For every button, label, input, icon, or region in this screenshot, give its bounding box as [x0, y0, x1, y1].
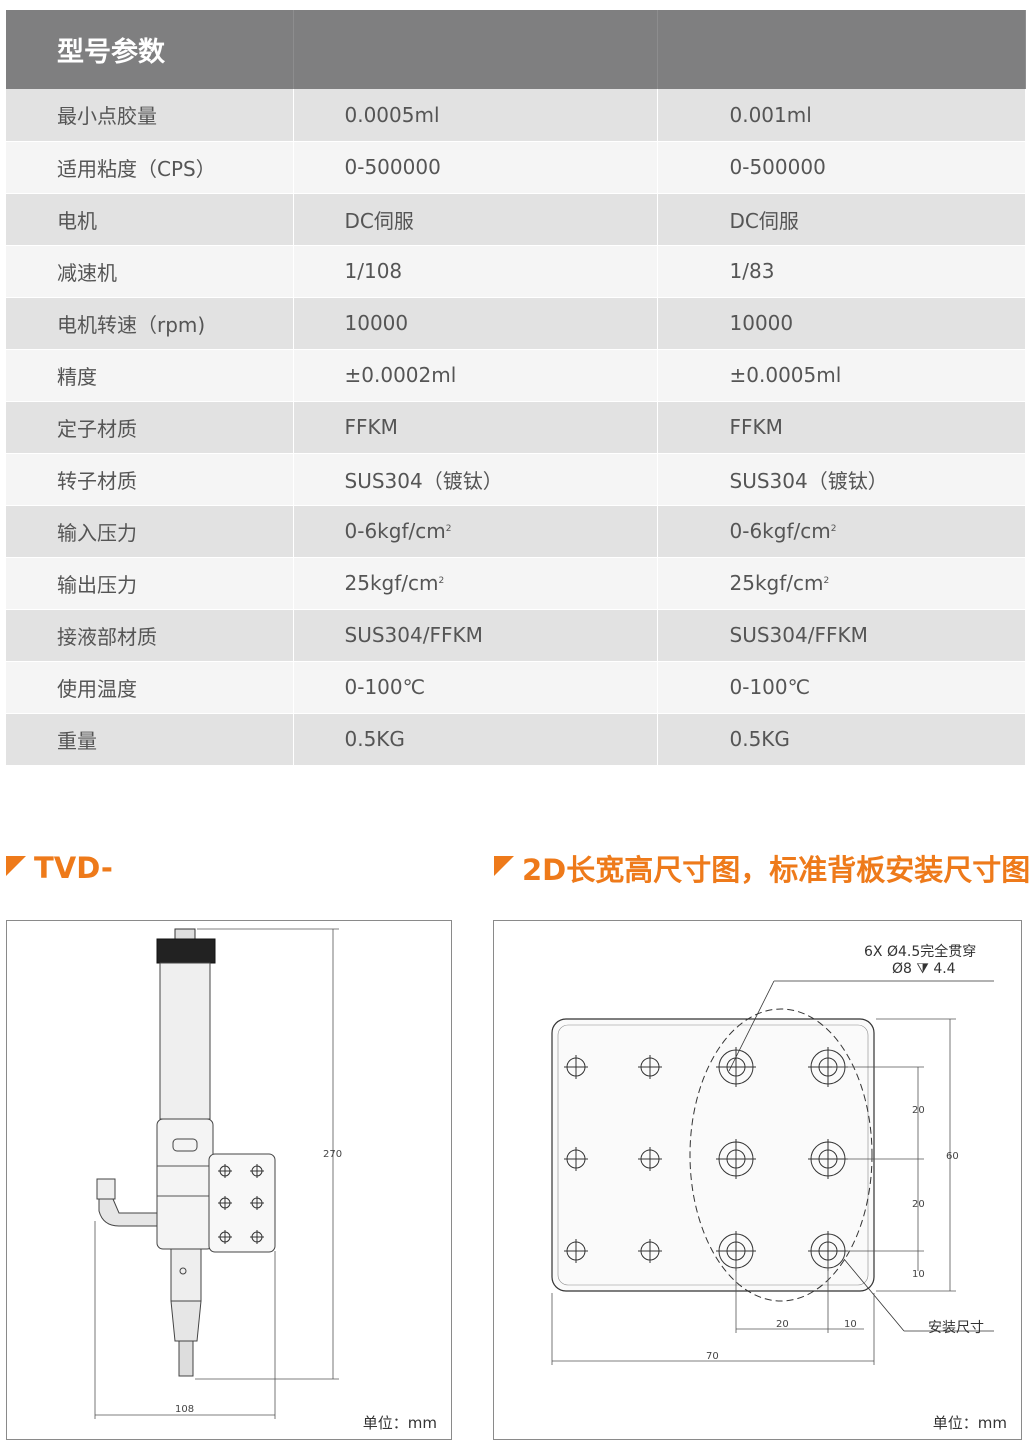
value-cell-2: 1/83 — [656, 245, 1026, 298]
right-unit-label: 单位：mm — [932, 1414, 1007, 1432]
section-title-model: TVD- — [6, 850, 113, 886]
dimensions-title-text: 2D长宽高尺寸图，标准背板安装尺寸图 — [522, 853, 1031, 887]
dim-20-horizontal: 20 — [776, 1319, 789, 1330]
mount-hole-small — [638, 1055, 662, 1079]
mount-size-note: 安装尺寸 — [928, 1320, 984, 1336]
value-cell-2: 10000 — [656, 297, 1026, 350]
param-cell: 定子材质 — [6, 401, 294, 454]
product-side-drawing: 270 108 — [94, 928, 342, 1419]
model-title-text: TVD- — [34, 851, 113, 885]
value-cell-2: ±0.0005ml — [656, 349, 1026, 402]
value-cell-1: 0-100℃ — [292, 661, 658, 714]
table-title: 型号参数 — [6, 10, 294, 89]
mount-hole-large — [808, 1139, 848, 1179]
mounting-plate-drawing: 20 20 10 60 20 10 70 — [551, 980, 994, 1365]
triangle-marker-icon — [494, 856, 514, 876]
mount-hole-small — [638, 1147, 662, 1171]
header-col-3 — [657, 10, 1026, 89]
value-cell-1: 25kgf/cm2 — [292, 557, 658, 610]
value-cell-2: 0-6kgf/cm2 — [656, 505, 1026, 558]
param-cell: 使用温度 — [6, 661, 294, 714]
value-cell-1: FFKM — [292, 401, 658, 454]
value-cell-2: SUS304（镀钛） — [656, 453, 1026, 506]
mounting-drawing-panel: 20 20 10 60 20 10 70 6X Ø4.5完全贯穿 Ø8 ⧩ 4.… — [493, 920, 1022, 1440]
mount-hole-large — [716, 1047, 756, 1087]
dim-10-vertical: 10 — [912, 1269, 925, 1280]
left-unit-label: 单位：mm — [362, 1414, 437, 1432]
mount-hole-small — [638, 1239, 662, 1263]
dim-10-horizontal: 10 — [844, 1319, 857, 1330]
mount-hole-small — [564, 1055, 588, 1079]
value-cell-2: 0.5KG — [656, 713, 1026, 766]
mount-hole-small — [564, 1147, 588, 1171]
dim-height-label: 270 — [323, 1149, 342, 1160]
value-cell-2: FFKM — [656, 401, 1026, 454]
value-cell-2: DC伺服 — [656, 193, 1026, 246]
value-cell-2: 0-500000 — [656, 141, 1026, 194]
value-cell-1: ±0.0002ml — [292, 349, 658, 402]
table-row: 精度±0.0002ml±0.0005ml — [6, 349, 1026, 402]
param-cell: 电机转速（rpm) — [6, 297, 294, 350]
value-cell-1: 0-500000 — [292, 141, 658, 194]
value-cell-2: 25kgf/cm2 — [656, 557, 1026, 610]
value-cell-1: 0.0005ml — [292, 89, 658, 142]
param-cell: 精度 — [6, 349, 294, 402]
dim-20-vertical-a: 20 — [912, 1105, 925, 1116]
value-cell-1: 0.5KG — [292, 713, 658, 766]
mount-hole-large — [716, 1139, 756, 1179]
value-cell-1: 1/108 — [292, 245, 658, 298]
param-cell: 输入压力 — [6, 505, 294, 558]
value-cell-1: SUS304/FFKM — [292, 609, 658, 662]
value-cell-2: SUS304/FFKM — [656, 609, 1026, 662]
value-cell-1: 0-6kgf/cm2 — [292, 505, 658, 558]
hole-note-1: 6X Ø4.5完全贯穿 — [864, 944, 977, 960]
hole-note-2: Ø8 ⧩ 4.4 — [892, 961, 956, 977]
value-cell-1: DC伺服 — [292, 193, 658, 246]
triangle-marker-icon — [6, 856, 26, 876]
param-cell: 输出压力 — [6, 557, 294, 610]
product-drawing-panel: 270 108 单位：mm — [6, 920, 452, 1440]
dim-width-label: 108 — [175, 1404, 194, 1415]
value-cell-1: SUS304（镀钛） — [292, 453, 658, 506]
param-cell: 接液部材质 — [6, 609, 294, 662]
mount-hole-small — [564, 1239, 588, 1263]
dim-70-horizontal: 70 — [706, 1351, 719, 1362]
param-cell: 最小点胶量 — [6, 89, 294, 142]
dim-20-vertical-b: 20 — [912, 1199, 925, 1210]
param-cell: 适用粘度（CPS） — [6, 141, 294, 194]
section-title-dimensions: 2D长宽高尺寸图，标准背板安装尺寸图 — [494, 850, 1031, 887]
param-cell: 转子材质 — [6, 453, 294, 506]
param-cell: 减速机 — [6, 245, 294, 298]
value-cell-2: 0.001ml — [656, 89, 1026, 142]
param-cell: 重量 — [6, 713, 294, 766]
value-cell-2: 0-100℃ — [656, 661, 1026, 714]
value-cell-1: 10000 — [292, 297, 658, 350]
table-header-row: 型号参数 — [6, 10, 1026, 89]
dim-60-vertical: 60 — [946, 1151, 959, 1162]
header-col-2 — [293, 10, 658, 89]
param-cell: 电机 — [6, 193, 294, 246]
